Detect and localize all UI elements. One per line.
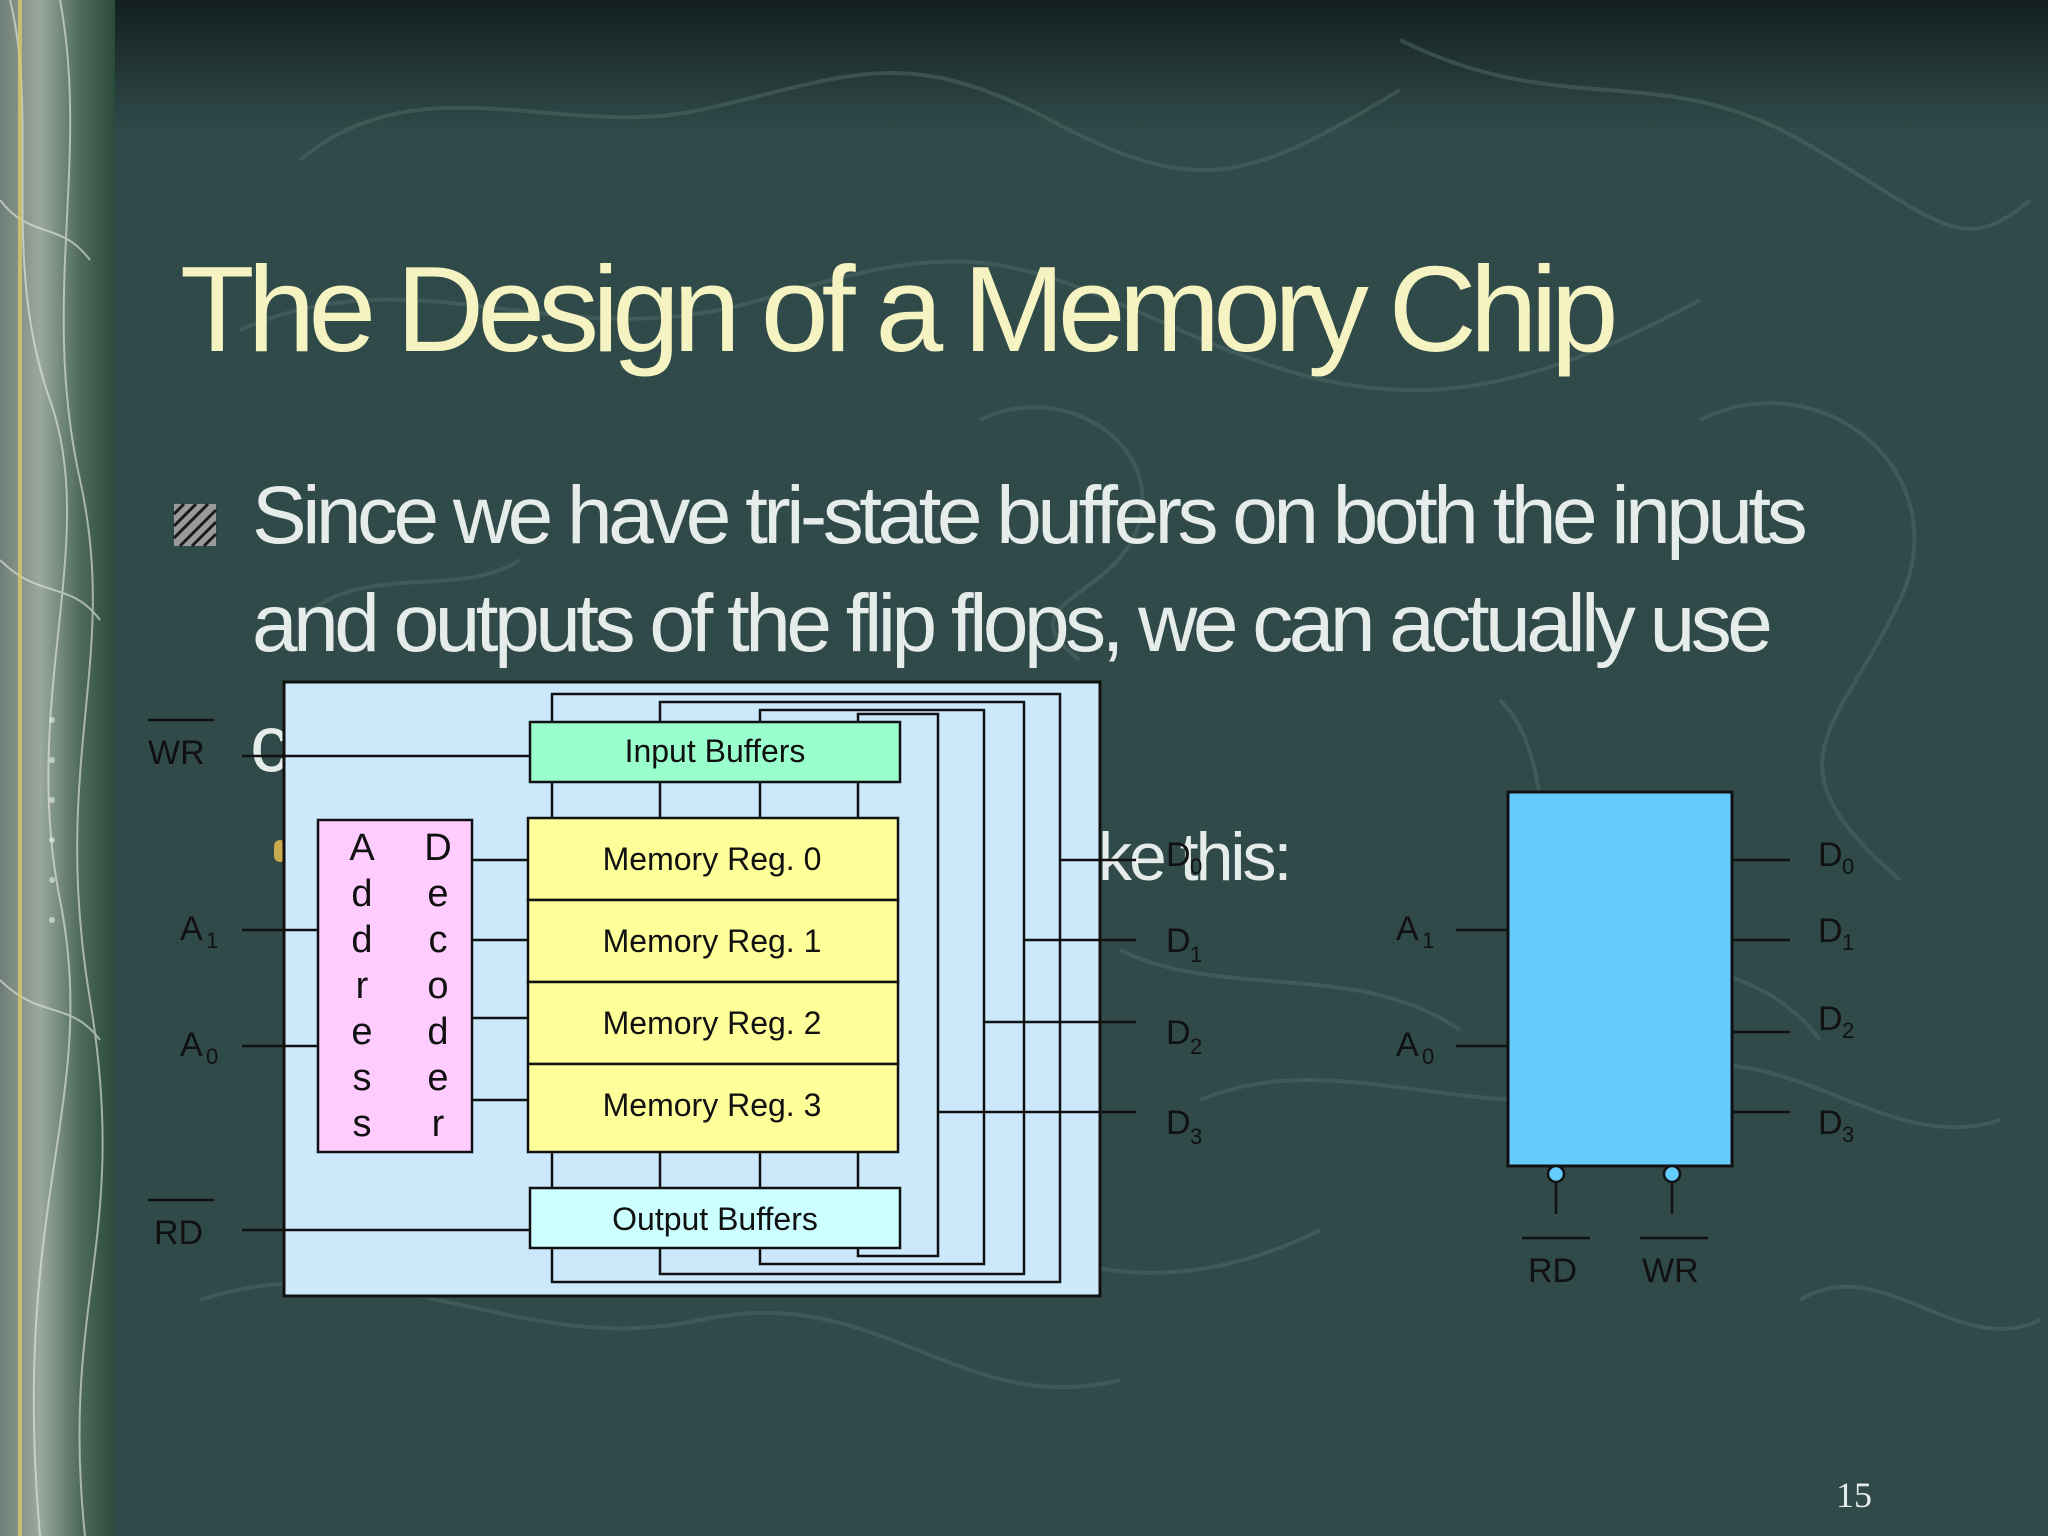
d2-label: D [1166, 1014, 1191, 1052]
rd-label: RD [154, 1214, 203, 1252]
wr-label: WR [148, 734, 205, 772]
register-3-label: Memory Reg. 3 [603, 1087, 822, 1123]
input-buffers-label: Input Buffers [625, 733, 806, 769]
memory-registers: Memory Reg. 0 Memory Reg. 1 Memory Reg. … [528, 818, 898, 1152]
right-d0-sub: 0 [1842, 854, 1854, 879]
decoder-col2-1: e [427, 873, 448, 915]
a1-label: A [180, 910, 203, 948]
d3-sub: 3 [1190, 1124, 1202, 1149]
decoder-col2-4: d [427, 1011, 448, 1053]
d0-label: D [1166, 836, 1191, 874]
right-d1-sub: 1 [1842, 930, 1854, 955]
memory-chip-block-symbol: A 1 A 0 D 0 D 1 D 2 D 3 RD WR [1396, 792, 1854, 1290]
right-a0-label: A [1396, 1026, 1419, 1064]
right-d3-label: D [1818, 1104, 1843, 1142]
decoder-col1-1: d [351, 873, 372, 915]
register-1-label: Memory Reg. 1 [603, 923, 822, 959]
decoder-col1-3: r [356, 965, 369, 1007]
d0-sub: 0 [1190, 854, 1202, 879]
decoder-col2-3: o [427, 965, 448, 1007]
right-d2-label: D [1818, 1000, 1843, 1038]
wr-inversion-bubble [1664, 1166, 1680, 1182]
decoder-col1-4: e [351, 1011, 372, 1053]
register-0-label: Memory Reg. 0 [603, 841, 822, 877]
d3-label: D [1166, 1104, 1191, 1142]
a0-sub: 0 [206, 1044, 218, 1069]
rd-inversion-bubble [1548, 1166, 1564, 1182]
right-rd-label: RD [1528, 1252, 1577, 1290]
page-number: 15 [1836, 1474, 1872, 1516]
right-d2-sub: 2 [1842, 1018, 1854, 1043]
register-2-label: Memory Reg. 2 [603, 1005, 822, 1041]
decoder-col1-6: s [353, 1103, 372, 1145]
d1-sub: 1 [1190, 942, 1202, 967]
decoder-col2-6: r [432, 1103, 445, 1145]
right-d0-label: D [1818, 836, 1843, 874]
d1-label: D [1166, 922, 1191, 960]
right-d1-label: D [1818, 912, 1843, 950]
right-a1-sub: 1 [1422, 928, 1434, 953]
decoder-col2-0: D [424, 827, 451, 869]
decoder-col1-0: A [349, 827, 375, 869]
a0-label: A [180, 1026, 203, 1064]
a1-sub: 1 [206, 928, 218, 953]
decoder-col2-5: e [427, 1057, 448, 1099]
left-input-labels: WR A 1 A 0 RD [148, 720, 218, 1252]
decoder-col1-5: s [353, 1057, 372, 1099]
right-a0-sub: 0 [1422, 1044, 1434, 1069]
output-buffers-label: Output Buffers [612, 1201, 818, 1237]
d2-sub: 2 [1190, 1034, 1202, 1059]
chip-block [1508, 792, 1732, 1166]
right-a1-label: A [1396, 910, 1419, 948]
decoder-col1-2: d [351, 919, 372, 961]
address-decoder-box [318, 820, 472, 1152]
memory-chip-internal-diagram: Input Buffers Output Buffers Memory Reg.… [148, 682, 1202, 1296]
left-output-labels: D 0 D 1 D 2 D 3 [1166, 836, 1202, 1149]
right-d3-sub: 3 [1842, 1122, 1854, 1147]
right-wr-label: WR [1642, 1252, 1699, 1290]
decoder-col2-2: c [429, 919, 448, 961]
